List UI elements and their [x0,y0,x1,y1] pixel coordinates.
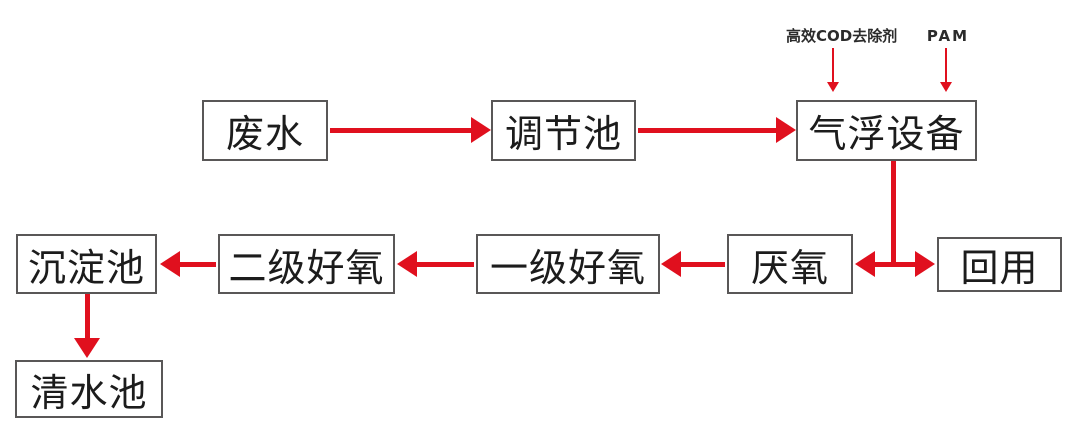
arrow-regulating-tank-to-air-flotation-shaft [638,128,776,133]
arrow-sedimentation-to-clear-water-head [74,338,100,358]
arrow-wastewater-to-regulating-tank-head [471,117,491,143]
arrow-pam-to-air-flotation-head [940,82,952,92]
arrow-cod-remover-to-air-flotation-head [827,82,839,92]
node-primary-aerobic: 一级好氧 [476,234,660,294]
node-clear-water-tank: 清水池 [15,360,163,418]
arrow-secondary-aerobic-to-sedimentation-head [160,251,180,277]
arrow-pam-to-air-flotation-shaft [945,48,947,82]
arrow-sedimentation-to-clear-water-shaft [85,294,90,338]
arrow-regulating-tank-to-air-flotation-head [776,117,796,143]
annotation-cod-remover-label: 高效COD去除剂 [786,27,898,45]
node-regulating-tank: 调节池 [491,100,636,161]
arrow-anaerobic-to-primary-aerobic-head [661,251,681,277]
arrow-primary-to-secondary-aerobic-shaft [417,262,474,267]
arrow-cod-remover-to-air-flotation-shaft [832,48,834,82]
node-anaerobic: 厌氧 [727,234,853,294]
node-sedimentation-tank: 沉淀池 [16,234,157,294]
arrow-split-shaft [873,262,917,267]
arrow-split-to-anaerobic-head [855,251,875,277]
node-reuse: 回用 [937,237,1062,292]
annotation-pam-label: PAM [926,27,970,45]
arrow-air-flotation-drop-shaft [891,161,896,267]
arrow-wastewater-to-regulating-tank-shaft [330,128,471,133]
arrow-primary-to-secondary-aerobic-head [397,251,417,277]
node-secondary-aerobic: 二级好氧 [218,234,395,294]
arrow-secondary-aerobic-to-sedimentation-shaft [180,262,216,267]
node-air-flotation: 气浮设备 [796,100,977,161]
arrow-anaerobic-to-primary-aerobic-shaft [681,262,725,267]
arrow-split-to-reuse-head [915,251,935,277]
node-wastewater: 废水 [202,100,328,161]
